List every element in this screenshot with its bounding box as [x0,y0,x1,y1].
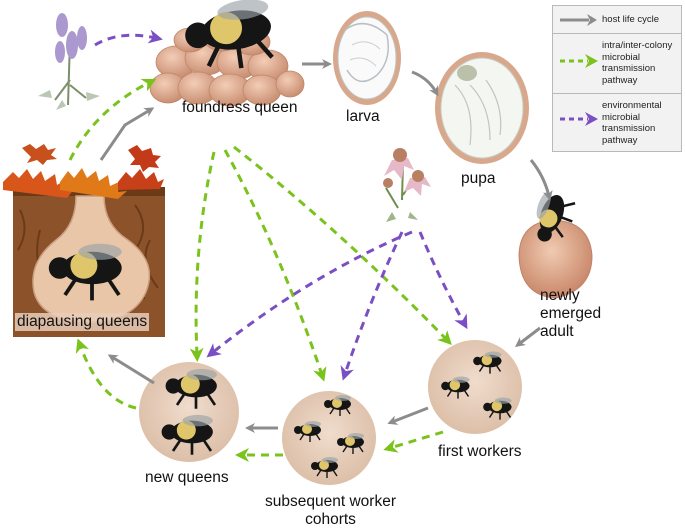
purple-dashed-arrow-icon [560,112,598,126]
legend-label: host life cycle [602,14,660,25]
legend-item-intra-colony: intra/inter-colony microbial transmissio… [553,34,681,94]
diapausing-queens-label: diapausing queens [15,313,150,331]
foundress-queen-label: foundress queen [182,99,298,116]
green-dashed-arrow-icon [560,54,598,68]
diapausing-queens-illustration [3,144,165,337]
lupine-flower-illustration [38,13,100,110]
legend-label: intra/inter-colony microbial transmissio… [602,40,673,86]
new-queens-label: new queens [145,469,229,486]
subsequent-worker-cohorts-label: subsequent worker cohorts [265,493,396,528]
coneflower-illustration [383,148,431,222]
larva-illustration [333,11,401,105]
legend-label: environmental microbial transmission pat… [602,100,662,146]
newly-emerged-adult-label: newly emerged adult [540,287,602,340]
pupa-label: pupa [461,170,496,187]
solid-arrow-icon [560,14,597,26]
foundress-queen-illustration [149,0,305,107]
legend: host life cycle intra/inter-colony micro… [552,5,682,152]
legend-item-host-life-cycle: host life cycle [553,6,681,34]
legend-item-environmental: environmental microbial transmission pat… [553,94,681,151]
environmental-transmission-arrows [94,29,468,381]
first-workers-illustration [428,340,522,434]
larva-label: larva [346,108,380,125]
intra-colony-transmission-arrows [68,78,452,462]
pupa-illustration [435,52,529,164]
host-life-cycle-arrows [99,59,553,433]
newly-emerged-adult-illustration [518,188,593,299]
new-queens-illustration [139,362,239,462]
subsequent-worker-cohorts-illustration [282,391,376,485]
first-workers-label: first workers [438,443,522,460]
